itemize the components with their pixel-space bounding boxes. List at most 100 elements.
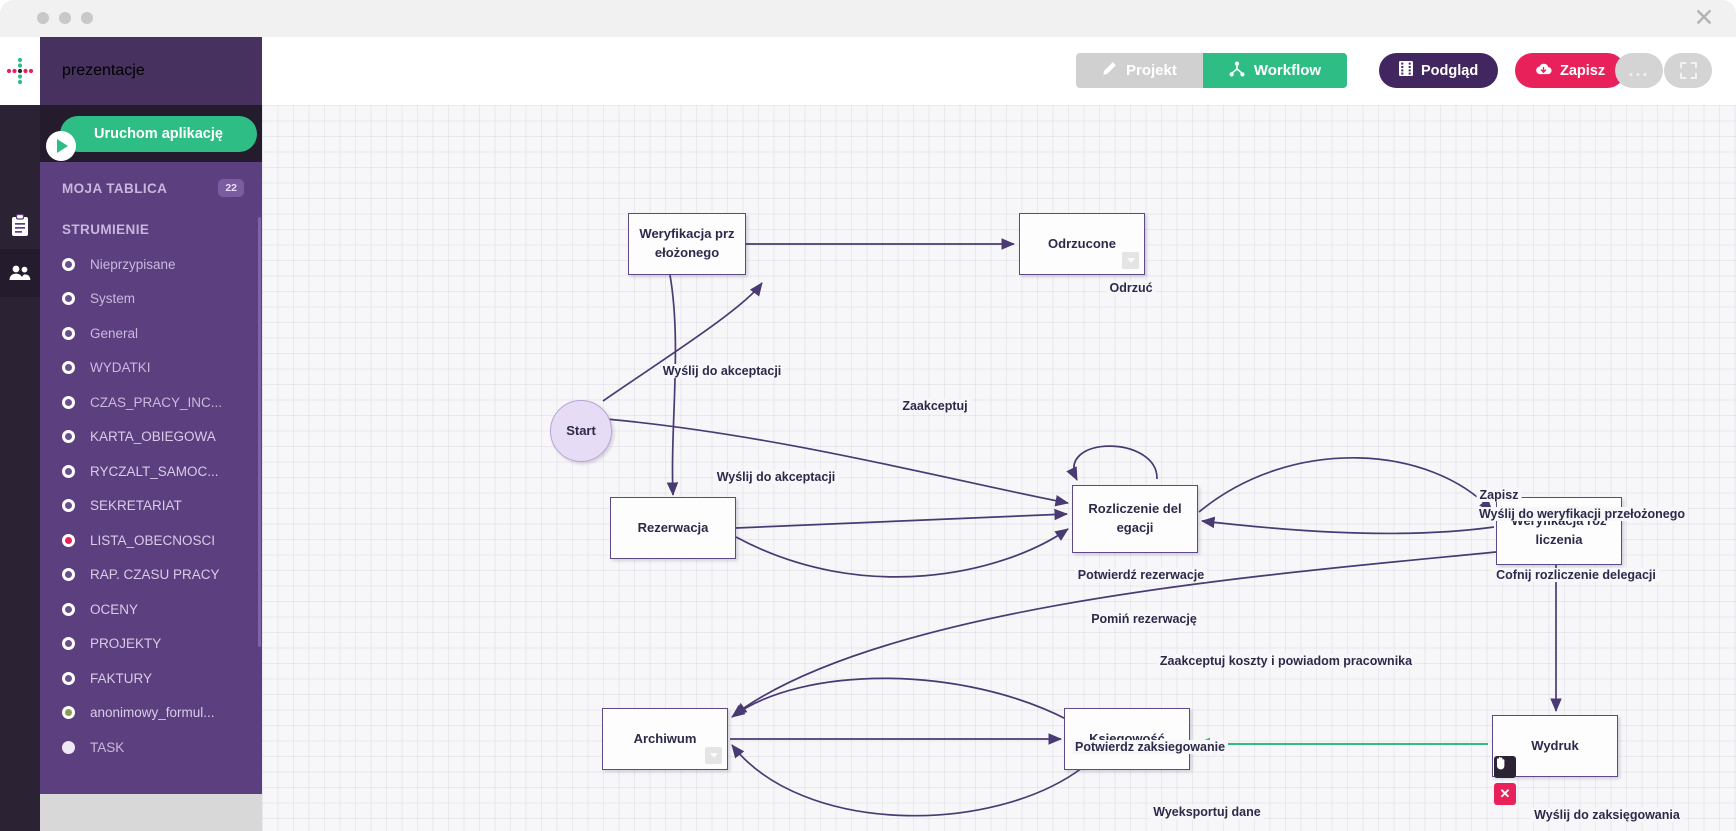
edge-label[interactable]: Potwierdź rezerwacje [1074, 568, 1208, 582]
sidebar-item-projekty[interactable]: PROJEKTY [40, 627, 262, 662]
stream-status-dot [62, 361, 75, 375]
stream-status-dot [62, 706, 75, 720]
node-expand-handle[interactable] [705, 747, 722, 764]
editor-area: Projekt Workflow [262, 37, 1736, 831]
edge-label[interactable]: Zaakceptuj [899, 399, 971, 413]
node-rozliczenie[interactable]: Rozliczenie del egacji [1072, 485, 1198, 553]
stream-label: RAP. CZASU PRACY [90, 567, 220, 583]
close-icon[interactable]: ✕ [1693, 3, 1715, 32]
stream-status-dot [62, 602, 75, 616]
icon-rail [0, 37, 40, 831]
sidebar-header: prezentacje [40, 37, 262, 105]
node-start[interactable]: Start [550, 400, 612, 462]
run-app-button[interactable]: Uruchom aplikację [60, 115, 257, 152]
node-label: Odrzucone [1048, 235, 1116, 251]
stream-label: KARTA_OBIEGOWA [90, 429, 216, 445]
stream-label: Nieprzypisane [90, 256, 176, 272]
sidebar-item-ryczalt-samoc[interactable]: RYCZALT_SAMOC... [40, 454, 262, 489]
sidebar-scrollbar[interactable] [258, 217, 261, 647]
node-label: Start [566, 422, 596, 438]
edge-label[interactable]: Zaakceptuj koszty i powiadom pracownika [1156, 654, 1416, 668]
stream-status-dot [62, 533, 75, 547]
save-button[interactable]: Zapisz [1515, 53, 1626, 88]
run-app-row: Uruchom aplikację [40, 105, 262, 162]
mode-switch: Projekt Workflow [1076, 53, 1348, 88]
sidebar-item-general[interactable]: General [40, 316, 262, 351]
sidebar-item-sekretariat[interactable]: SEKRETARIAT [40, 489, 262, 524]
clipboard-icon[interactable] [0, 202, 40, 250]
stream-label: anonimowy_formul... [90, 705, 215, 721]
brand-logo-icon [0, 37, 40, 105]
stream-status-dot [62, 568, 75, 582]
edge-label[interactable]: Odrzuć [1106, 281, 1156, 295]
edge-label[interactable]: Wyślij do weryfikacji przełożonego [1475, 507, 1689, 521]
cloud-download-icon [1535, 62, 1552, 80]
window-traffic-lights [37, 12, 93, 24]
stream-label: CZAS_PRACY_INC... [90, 394, 223, 410]
sidebar-item-faktury[interactable]: FAKTURY [40, 661, 262, 696]
edge-label[interactable]: Potwierdz zaksiegowanie [1071, 740, 1229, 754]
edge-label[interactable]: Wyeksportuj dane [1150, 805, 1264, 819]
window-titlebar: ✕ [0, 0, 1736, 37]
node-expand-handle[interactable] [1122, 252, 1139, 269]
delete-edge-button[interactable]: ✕ [1494, 783, 1516, 805]
film-icon [1399, 61, 1413, 80]
tab-projekt[interactable]: Projekt [1076, 53, 1203, 88]
stream-label: System [90, 291, 136, 307]
stream-status-dot [62, 499, 75, 513]
node-rezerwacja[interactable]: Rezerwacja [610, 497, 736, 559]
workflow-icon [1229, 61, 1245, 81]
edge-label[interactable]: Pomiń rezerwację [1088, 612, 1200, 626]
fullscreen-button[interactable] [1664, 53, 1712, 88]
edge-label[interactable]: Wyślij do zaksięgowania [1531, 808, 1683, 822]
users-icon[interactable] [0, 249, 40, 297]
sidebar-item-oceny[interactable]: OCENY [40, 592, 262, 627]
node-odrzucone[interactable]: Odrzucone [1019, 213, 1145, 275]
preview-button[interactable]: Podgląd [1379, 53, 1499, 88]
stream-label: RYCZALT_SAMOC... [90, 463, 219, 479]
tab-workflow[interactable]: Workflow [1202, 53, 1348, 88]
window-dot-maximize[interactable] [81, 12, 93, 24]
stream-status-dot [62, 292, 75, 306]
stream-label: OCENY [90, 601, 139, 617]
sidebar-item-anonimowy-formul[interactable]: anonimowy_formul... [40, 696, 262, 731]
sidebar-item-czas-pracy-inc[interactable]: CZAS_PRACY_INC... [40, 385, 262, 420]
sidebar-item-moja-tablica[interactable]: MOJA TABLICA 22 [40, 162, 262, 214]
moja-tablica-badge: 22 [218, 179, 244, 197]
node-label: Archiwum [633, 730, 697, 746]
save-label: Zapisz [1560, 62, 1606, 79]
edge-label[interactable]: Wyślij do akceptacji [713, 470, 839, 484]
stream-status-dot [62, 430, 75, 444]
edge-label[interactable]: Zapisz [1476, 488, 1522, 502]
more-options-button[interactable]: ... [1615, 53, 1663, 88]
edge-label[interactable]: Cofnij rozliczenie delegacji [1493, 568, 1659, 582]
tab-workflow-label: Workflow [1253, 62, 1322, 79]
node-ksiegowosc[interactable]: Księgowość [1064, 708, 1190, 770]
stream-status-dot [62, 740, 75, 754]
stream-status-dot [62, 464, 75, 478]
stream-label: PROJEKTY [90, 636, 162, 652]
sidebar-item-lista-obecnosci[interactable]: LISTA_OBECNOSCI [40, 523, 262, 558]
sidebar-item-system[interactable]: System [40, 282, 262, 317]
stream-label: General [90, 325, 139, 341]
stream-status-dot [62, 257, 75, 271]
play-icon[interactable] [46, 131, 76, 161]
sidebar-item-rap-czasu-pracy[interactable]: RAP. CZASU PRACY [40, 558, 262, 593]
sidebar-item-karta-obiegowa[interactable]: KARTA_OBIEGOWA [40, 420, 262, 455]
window-dot-close[interactable] [37, 12, 49, 24]
moja-tablica-label: MOJA TABLICA [62, 180, 168, 196]
stream-label: SEKRETARIAT [90, 498, 182, 514]
pen-icon [1102, 61, 1117, 80]
stream-status-dot [62, 395, 75, 409]
sidebar-item-nieprzypisane[interactable]: Nieprzypisane [40, 247, 262, 282]
node-archiwum[interactable]: Archiwum [602, 708, 728, 770]
window-dot-minimize[interactable] [59, 12, 71, 24]
sidebar-item-wydatki[interactable]: WYDATKI [40, 351, 262, 386]
hand-cursor-icon [1494, 756, 1516, 778]
sidebar-item-task[interactable]: TASK [40, 730, 262, 765]
edge-label[interactable]: Wyślij do akceptacji [659, 364, 785, 378]
node-weryfikacja[interactable]: Weryfikacja prz ełożonego [628, 213, 746, 275]
stream-label: WYDATKI [90, 360, 151, 376]
node-label: Rezerwacja [637, 519, 709, 535]
